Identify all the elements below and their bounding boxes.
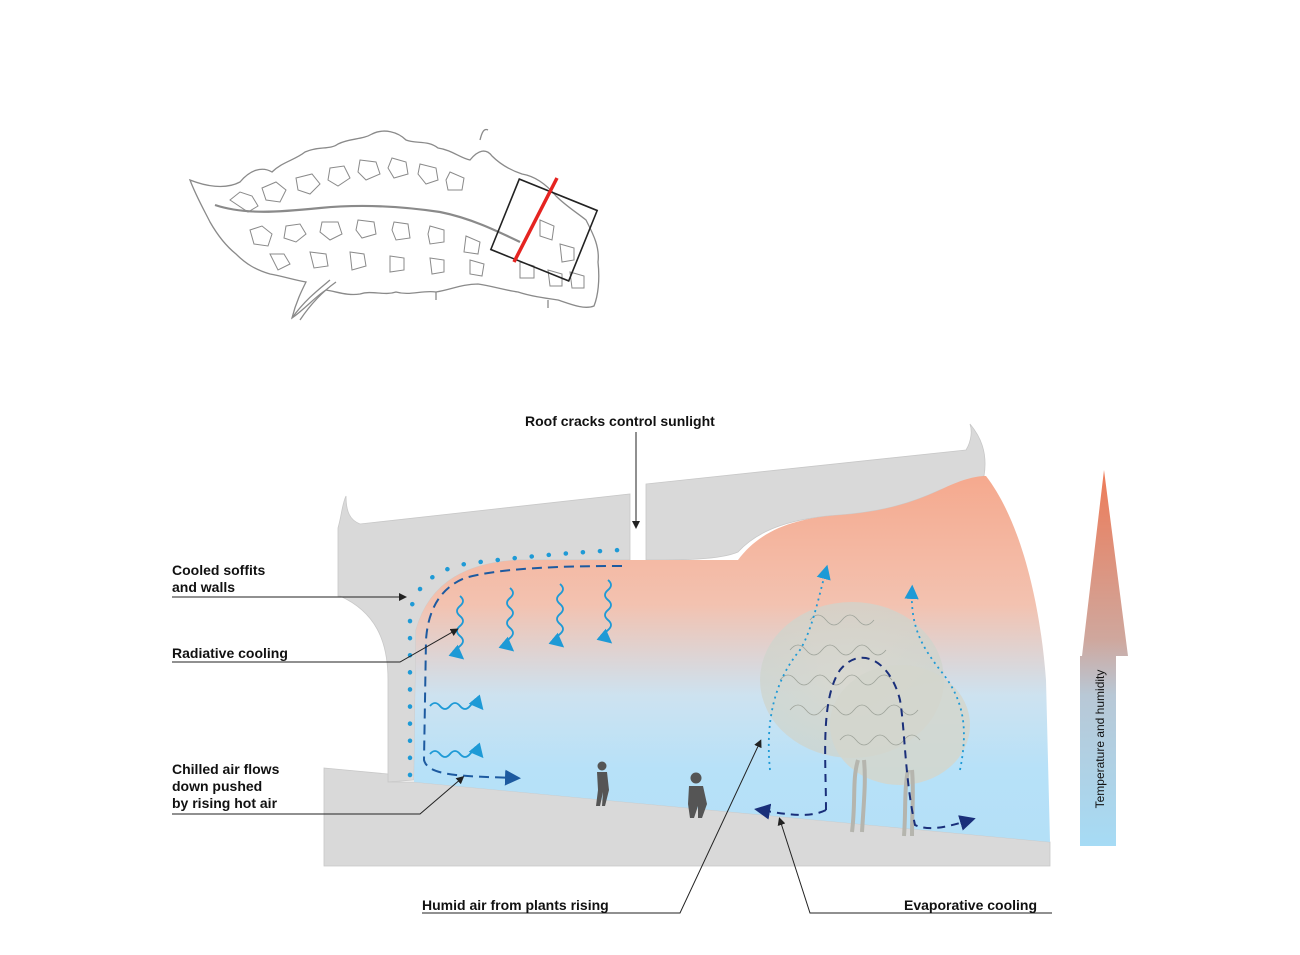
cooled-soffit-dots <box>407 547 623 778</box>
temperature-gradient-arrow <box>1080 470 1128 846</box>
tree-icon <box>760 602 970 837</box>
site-plan-outline <box>188 130 600 320</box>
radiative-cooling-label: Radiative cooling <box>172 645 288 661</box>
evaporative-loop <box>754 656 976 831</box>
section-focus-box <box>489 177 599 283</box>
radiative-cooling-waves <box>429 579 613 759</box>
temperature-humidity-label: Temperature and humidity <box>1093 669 1107 809</box>
humid-air-label: Humid air from plants rising <box>422 897 609 913</box>
soffit-flow-dashed <box>422 565 623 786</box>
humid-air-arrows <box>767 564 965 771</box>
leader-lines <box>172 593 1052 914</box>
chilled-air-label: Chilled air flows down pushed by rising … <box>172 761 280 811</box>
cooled-soffits-label: Cooled soffits and walls <box>172 562 266 595</box>
roof-cracks-label: Roof cracks control sunlight <box>525 413 715 429</box>
left-roof-and-wall <box>337 493 631 783</box>
evaporative-cooling-label: Evaporative cooling <box>904 897 1038 913</box>
section-cut-line <box>512 177 559 263</box>
site-plan-river <box>214 203 521 243</box>
person-silhouette-icon <box>596 761 707 818</box>
site-plan-map <box>188 128 600 321</box>
